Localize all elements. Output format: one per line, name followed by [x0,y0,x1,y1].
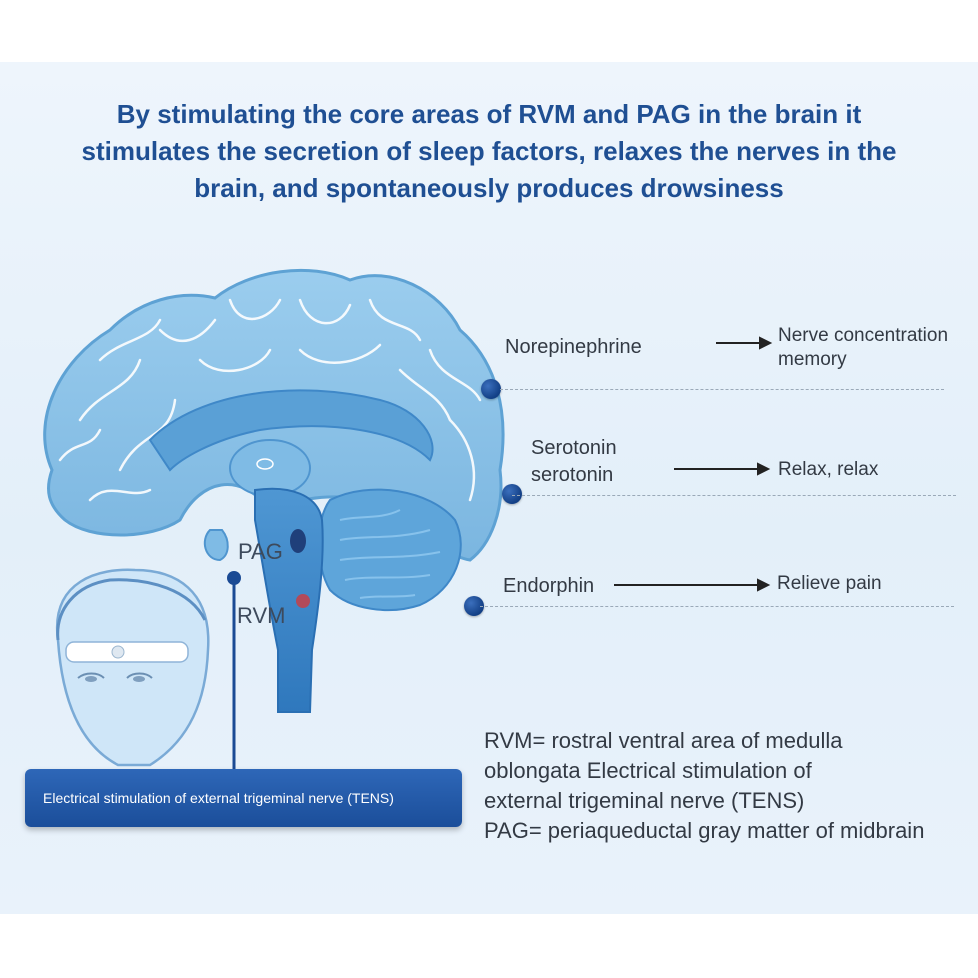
serotonin-dot [502,484,522,504]
divider-1 [500,389,944,390]
factor-serotonin-line-1: Serotonin [531,437,617,459]
headline-line-3: brain, and spontaneously produces drowsi… [194,173,784,203]
tens-banner-text: Electrical stimulation of external trige… [43,790,394,806]
pag-label: PAG [238,539,283,564]
effect-norepinephrine-line-1: Nerve concentration [778,325,949,346]
divider-2 [512,495,956,496]
abbreviation-legend: RVM= rostral ventral area of medulla obl… [484,726,974,846]
legend-line-1: RVM= rostral ventral area of medulla [484,728,843,753]
factor-norepinephrine: Norepinephrine [505,336,642,358]
headline-line-2: stimulates the secretion of sleep factor… [81,136,897,166]
headline: By stimulating the core areas of RVM and… [0,96,978,207]
effect-endorphin: Relieve pain [777,573,882,594]
headline-line-1: By stimulating the core areas of RVM and… [116,99,862,129]
effect-serotonin: Relax, relax [778,459,879,480]
rvm-label: RVM [237,603,286,628]
legend-line-3: external trigeminal nerve (TENS) [484,788,805,813]
norepinephrine-dot [481,379,501,399]
legend-line-2: oblongata Electrical stimulation of [484,758,812,783]
factor-serotonin-line-2: serotonin [531,464,614,486]
divider-3 [480,606,954,607]
legend-line-4: PAG= periaqueductal gray matter of midbr… [484,818,925,843]
tens-banner: Electrical stimulation of external trige… [25,769,462,827]
endorphin-dot [464,596,484,616]
factor-endorphin: Endorphin [503,575,595,597]
effect-norepinephrine-line-2: memory [778,349,847,370]
